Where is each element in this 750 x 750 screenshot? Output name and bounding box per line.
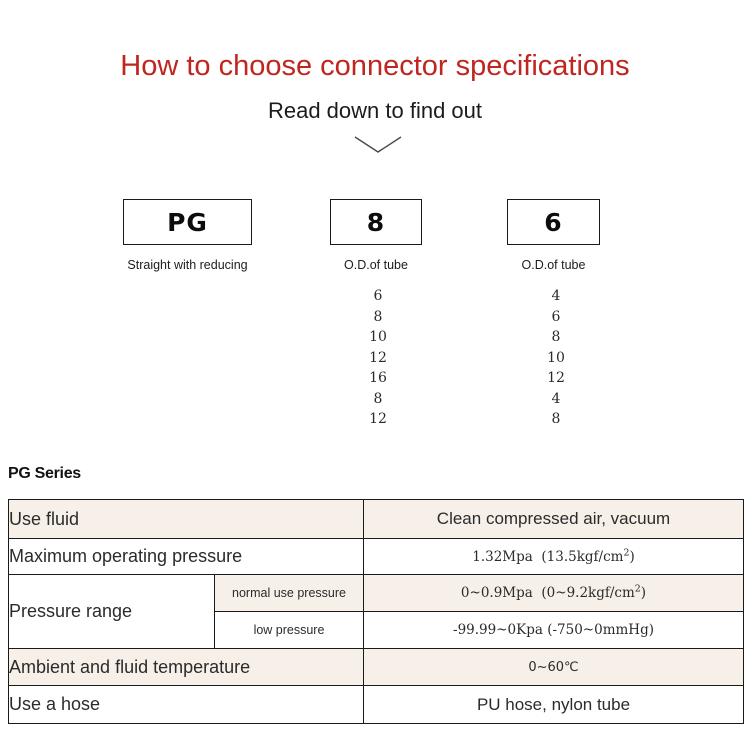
list-item[interactable]: 10 [547, 349, 565, 366]
list-item[interactable]: 16 [369, 370, 387, 386]
row-value-use-fluid: Clean compressed air, vacuum [363, 499, 744, 539]
row-label-pressure-range: Pressure range [8, 574, 215, 649]
row-value-hose: PU hose, nylon tube [363, 685, 744, 724]
list-item[interactable]: 6 [551, 308, 561, 325]
list-item[interactable]: 8 [373, 308, 383, 325]
code-box-caption-od-2: O.D.of tube [521, 258, 586, 272]
row-label-temperature: Ambient and fluid temperature [8, 648, 364, 686]
list-item[interactable]: 12 [369, 411, 387, 427]
max-pressure-mpa: 1.32Mpa [472, 548, 533, 565]
max-pressure-paren-close: ) [629, 548, 635, 565]
list-item[interactable]: 8 [551, 411, 561, 427]
code-box-caption-od-1: O.D.of tube [344, 258, 408, 272]
list-item[interactable]: 4 [551, 390, 561, 407]
row-value-normal-use-pressure: 0~0.9Mpa (0~9.2kgf/cm2) [363, 574, 744, 612]
normal-pressure-mpa: 0~0.9Mpa [460, 585, 533, 601]
table-row: Pressure range normal use pressure 0~0.9… [8, 574, 744, 649]
list-item[interactable]: 6 [373, 288, 383, 304]
max-pressure-exponent: 2 [623, 547, 630, 558]
normal-pressure-kgf: (0~9.2kgf/cm [541, 585, 635, 601]
row-value-temperature: 0~60℃ [363, 648, 744, 686]
table-row: Ambient and fluid temperature 0~60℃ [8, 648, 744, 686]
code-box-series[interactable]: PG [123, 199, 252, 245]
row-label-max-pressure: Maximum operating pressure [8, 538, 364, 575]
chevron-down-icon [354, 136, 402, 154]
table-row: Use a hose PU hose, nylon tube [8, 685, 744, 724]
specification-table: Use fluid Clean compressed air, vacuum M… [8, 499, 744, 724]
list-item[interactable]: 10 [369, 329, 387, 345]
option-list-od-1: 6 8 10 12 16 8 12 [338, 286, 418, 430]
max-pressure-kgf: (13.5kgf/cm [541, 548, 624, 565]
list-item[interactable]: 4 [551, 288, 561, 304]
code-box-od-2[interactable]: 6 [507, 199, 600, 245]
normal-pressure-paren-close: ) [640, 585, 647, 601]
row-label-normal-use-pressure: normal use pressure [214, 574, 364, 612]
page-title: How to choose connector specifications [120, 50, 630, 82]
list-item[interactable]: 8 [373, 390, 383, 407]
normal-pressure-exponent: 2 [634, 583, 641, 595]
list-item[interactable]: 8 [551, 329, 561, 345]
page-subtitle: Read down to find out [267, 98, 483, 123]
list-item[interactable]: 12 [547, 370, 565, 386]
table-row: Use fluid Clean compressed air, vacuum [8, 499, 744, 539]
list-item[interactable]: 12 [369, 349, 387, 366]
code-box-caption-series: Straight with reducing [127, 258, 248, 272]
row-value-max-pressure: 1.32Mpa (13.5kgf/cm2) [363, 538, 744, 575]
option-list-od-2: 4 6 8 10 12 4 8 [516, 286, 596, 430]
table-row: Maximum operating pressure 1.32Mpa (13.5… [8, 538, 744, 575]
row-label-low-pressure: low pressure [214, 611, 364, 649]
row-label-hose: Use a hose [8, 685, 364, 724]
series-heading: PG Series [8, 465, 81, 482]
code-box-od-1[interactable]: 8 [330, 199, 422, 245]
row-value-low-pressure: -99.99~0Kpa (-750~0mmHg) [363, 611, 744, 649]
row-label-use-fluid: Use fluid [8, 499, 364, 539]
